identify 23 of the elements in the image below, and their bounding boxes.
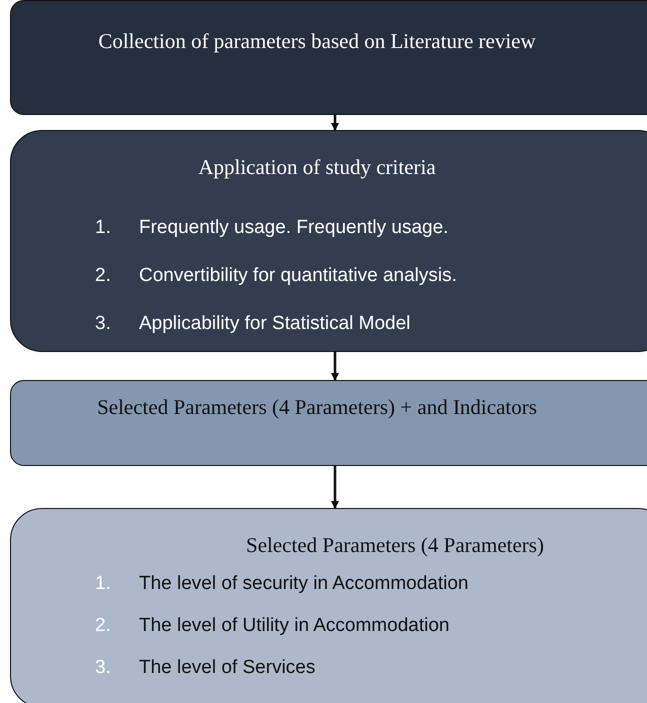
list-number: 3. xyxy=(95,657,111,679)
list-item: The level of Services xyxy=(139,657,316,679)
list-number: 1. xyxy=(95,217,111,239)
list-item: Applicability for Statistical Model xyxy=(139,313,410,335)
list-item: The level of Utility in Accommodation xyxy=(139,615,450,637)
box-heading: Selected Parameters (4 Parameters) + and Indicators xyxy=(96,395,538,420)
process-box xyxy=(10,0,647,115)
process-box xyxy=(10,380,647,466)
list-item: Convertibility for quantitative analysis. xyxy=(139,265,457,287)
box-heading: Application of study criteria xyxy=(197,155,437,180)
list-number: 2. xyxy=(95,265,111,287)
list-item: Frequently usage. Frequently usage. xyxy=(139,217,448,239)
arrow xyxy=(331,352,339,381)
process-box xyxy=(10,130,647,352)
box-heading: Selected Parameters (4 Parameters) xyxy=(245,533,545,558)
arrow xyxy=(331,466,339,509)
process-box xyxy=(10,508,647,703)
list-number: 2. xyxy=(95,615,111,637)
list-item: The level of security in Accommodation xyxy=(139,573,468,595)
list-number: 1. xyxy=(95,573,111,595)
list-number: 3. xyxy=(95,313,111,335)
box-heading: Collection of parameters based on Literature review xyxy=(97,29,537,54)
arrow xyxy=(331,115,339,131)
